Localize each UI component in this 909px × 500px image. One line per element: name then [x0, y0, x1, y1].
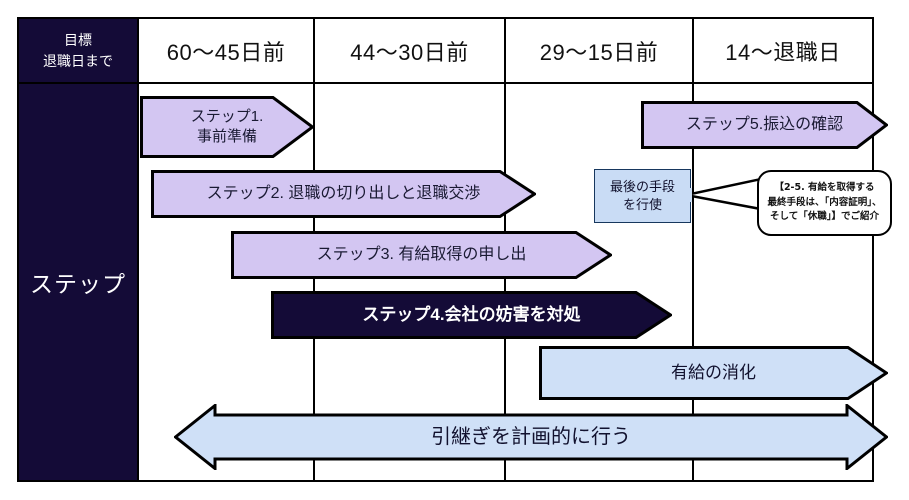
arrow-step4[interactable]: ステップ4.会社の妨害を対処: [271, 291, 672, 339]
grid-divider-2: [504, 84, 506, 480]
table-body-row: ステップ: [19, 84, 872, 480]
grid-divider-3: [692, 84, 694, 480]
arrow-paid-leave[interactable]: 有給の消化: [539, 346, 888, 400]
arrow-paid-leave-shape: [539, 346, 888, 400]
arrow-step2-shape: [151, 170, 536, 218]
header-col-29-15: 29〜15日前: [504, 19, 692, 82]
arrow-step1[interactable]: ステップ1. 事前準備: [140, 96, 314, 158]
arrow-step4-shape: [271, 291, 672, 339]
last-resort-label: 最後の手段 を行使: [610, 178, 675, 214]
row-label-steps: ステップ: [19, 84, 137, 480]
callout-line2: 最終手段は、「内容証明」、: [767, 196, 882, 208]
header-corner-line1: 目標: [64, 32, 92, 49]
header-col-60-45: 60〜45日前: [137, 19, 313, 82]
callout-box[interactable]: 【2-5. 有給を取得する 最終手段は、「内容証明」、 そして「休職」】でご紹介: [757, 170, 892, 236]
callout-line3: そして「休職」】でご紹介: [770, 211, 879, 223]
arrow-step5-shape: [641, 101, 888, 149]
last-resort-line2: を行使: [622, 197, 662, 212]
arrow-handover[interactable]: 引継ぎを計画的に行う: [174, 404, 888, 470]
callout-text: 【2-5. 有給を取得する 最終手段は、「内容証明」、 そして「休職」】でご紹介: [767, 181, 881, 225]
timeline-table: 目標 退職日まで 60〜45日前 44〜30日前 29〜15日前 14〜退職日 …: [17, 17, 874, 482]
arrow-paid-leave-label: 有給の消化: [671, 362, 756, 382]
arrow-step5-label: ステップ5.振込の確認: [685, 116, 844, 134]
arrow-step3-shape: [231, 231, 612, 279]
callout-line1: 【2-5. 有給を取得する: [774, 181, 875, 193]
arrow-step2-label: ステップ2. 退職の切り出しと退職交渉: [206, 185, 481, 203]
arrow-step1-line1: ステップ1.: [190, 107, 264, 125]
header-col-14-end: 14〜退職日: [692, 19, 872, 82]
arrow-step1-label: ステップ1. 事前準備: [191, 107, 264, 148]
arrow-handover-label: 引継ぎを計画的に行う: [431, 425, 631, 448]
arrow-handover-shape: [174, 404, 888, 470]
arrow-step1-shape: [140, 96, 314, 158]
arrow-step3[interactable]: ステップ3. 有給取得の申し出: [231, 231, 612, 279]
table-header-row: 目標 退職日まで 60〜45日前 44〜30日前 29〜15日前 14〜退職日: [19, 19, 872, 84]
header-corner-line2: 退職日まで: [43, 52, 113, 69]
arrow-step4-label: ステップ4.会社の妨害を対処: [362, 304, 581, 324]
header-col-44-30: 44〜30日前: [313, 19, 504, 82]
grid-divider-0: [137, 84, 139, 480]
arrow-step1-line2: 事前準備: [196, 128, 257, 145]
last-resort-box[interactable]: 最後の手段 を行使: [594, 169, 691, 223]
arrow-step5[interactable]: ステップ5.振込の確認: [641, 101, 888, 149]
grid-divider-1: [313, 84, 315, 480]
last-resort-line1: 最後の手段: [609, 178, 675, 194]
header-corner-cell: 目標 退職日まで: [19, 19, 137, 82]
arrow-step2[interactable]: ステップ2. 退職の切り出しと退職交渉: [151, 170, 536, 218]
arrow-step3-label: ステップ3. 有給取得の申し出: [316, 246, 527, 264]
